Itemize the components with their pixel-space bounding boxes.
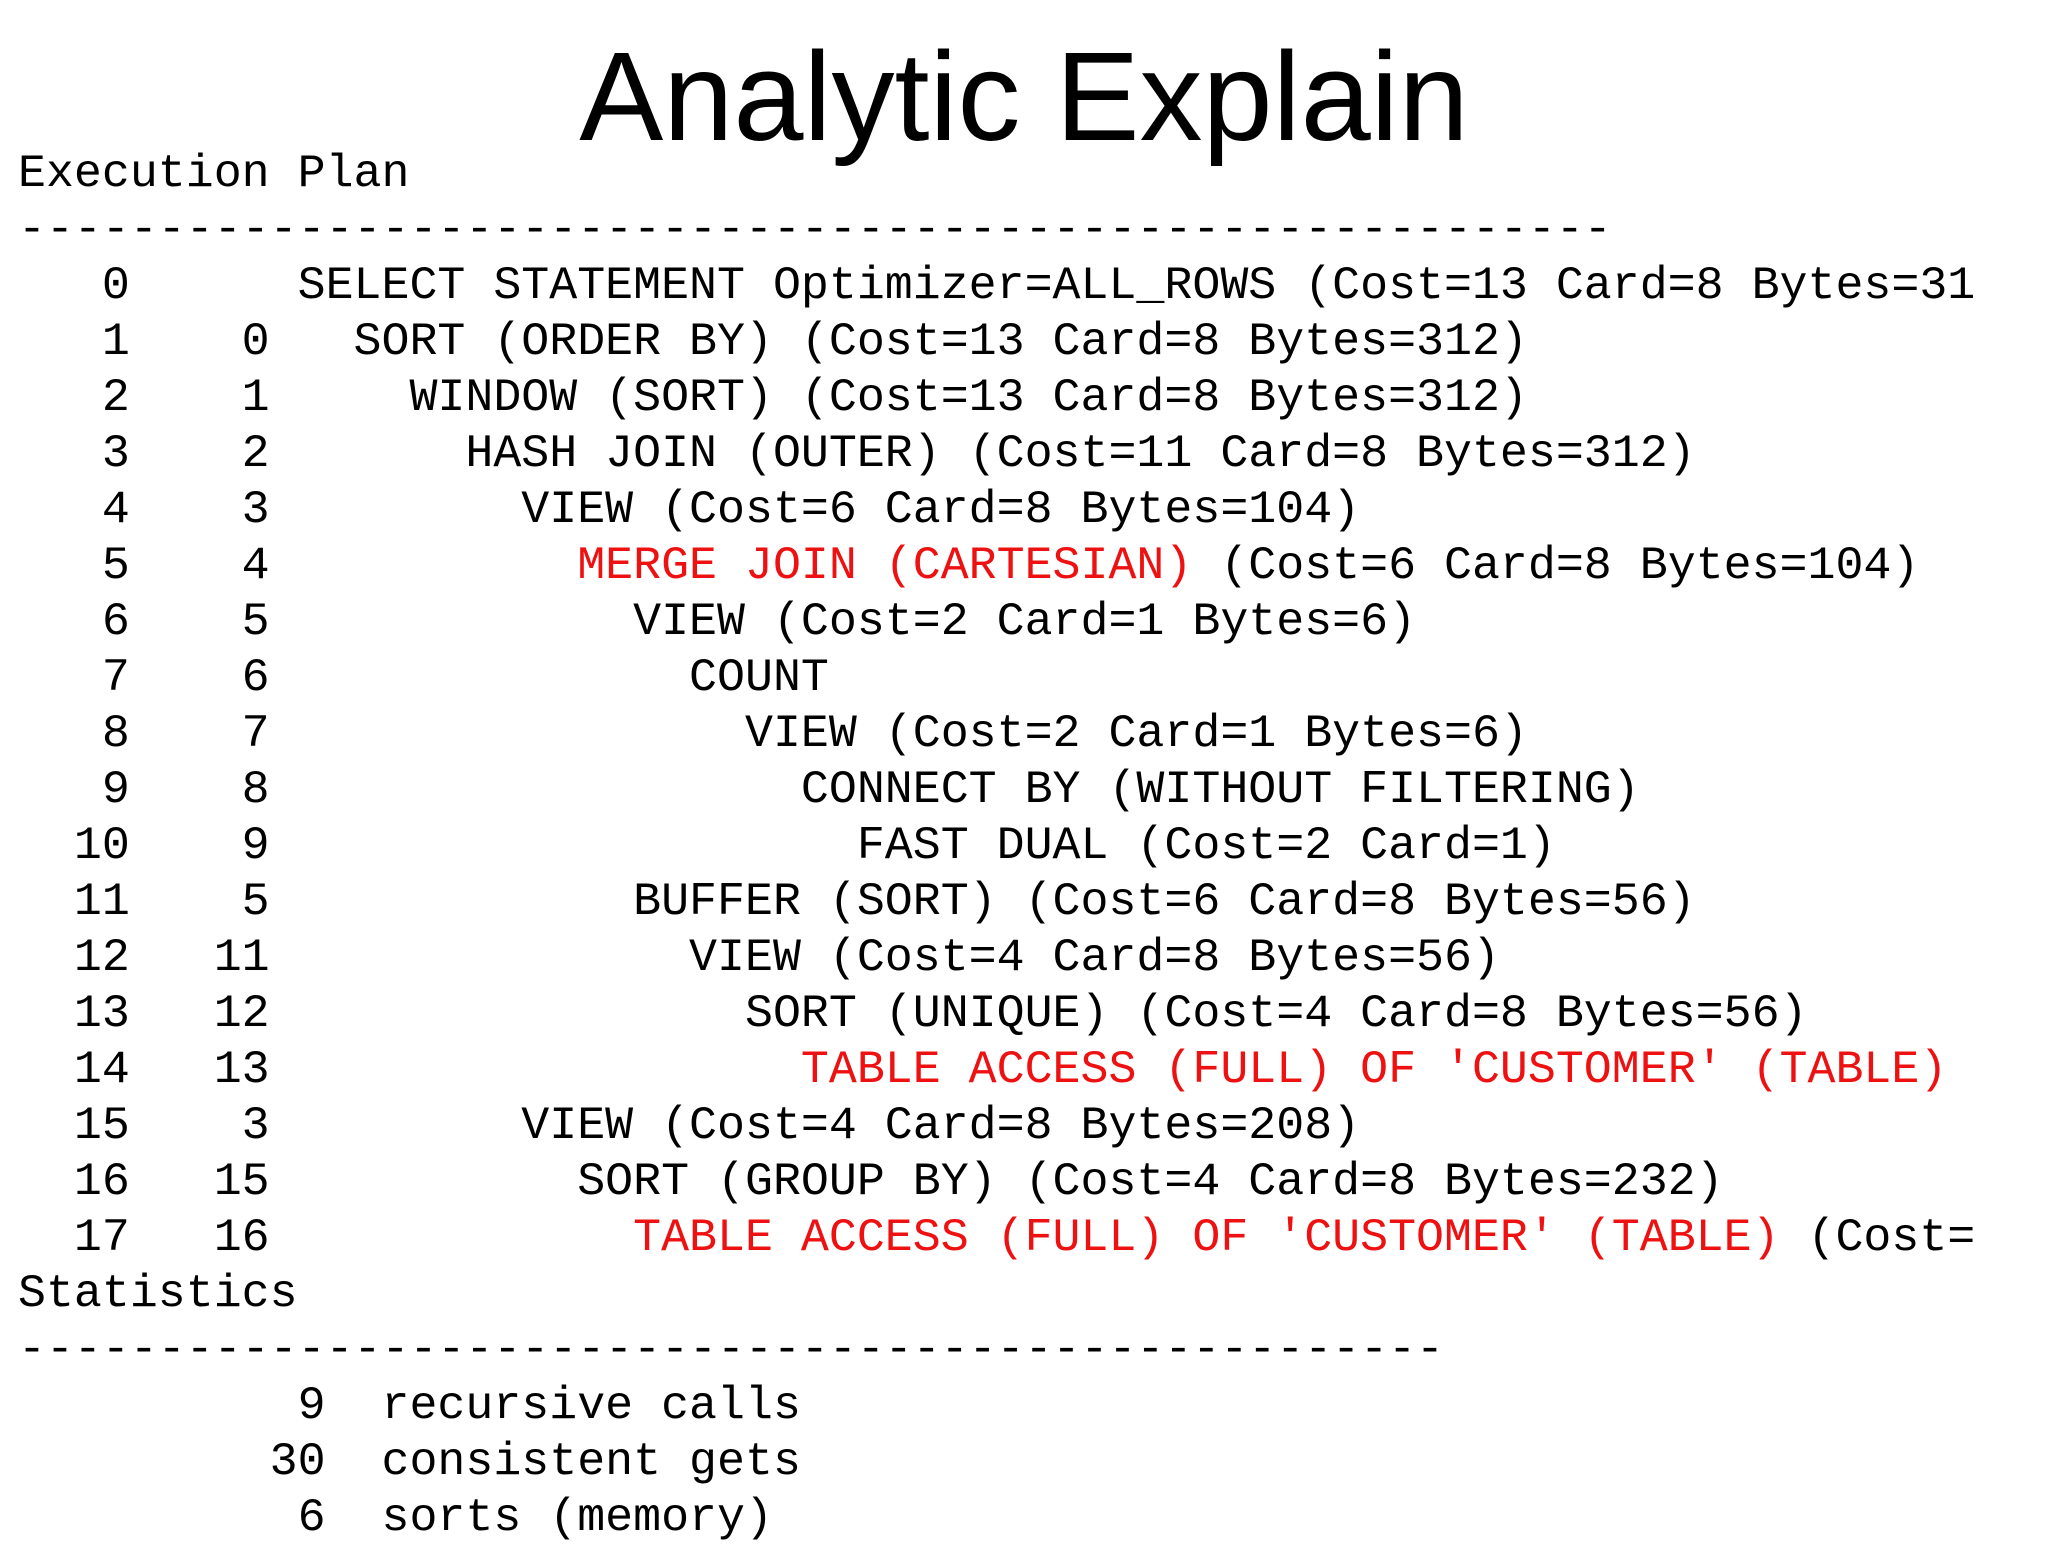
plan-row-10: 10 9 FAST DUAL (Cost=2 Card=1) [18,818,1975,874]
plain-text: 7 6 COUNT [18,651,829,704]
plain-text: 6 5 VIEW (Cost=2 Card=1 Bytes=6) [18,595,1417,648]
plain-text: ----------------------------------------… [18,203,1612,256]
plain-text: (Cost= [1779,1211,1976,1264]
plan-row-17: 17 16 TABLE ACCESS (FULL) OF 'CUSTOMER' … [18,1210,1975,1266]
plain-text: 12 11 VIEW (Cost=4 Card=8 Bytes=56) [18,931,1500,984]
plan-row-6: 6 5 VIEW (Cost=2 Card=1 Bytes=6) [18,594,1975,650]
plan-row-0: 0 SELECT STATEMENT Optimizer=ALL_ROWS (C… [18,258,1975,314]
plain-text: 8 7 VIEW (Cost=2 Card=1 Bytes=6) [18,707,1528,760]
plan-row-11: 11 5 BUFFER (SORT) (Cost=6 Card=8 Bytes=… [18,874,1975,930]
plain-text: 15 3 VIEW (Cost=4 Card=8 Bytes=208) [18,1099,1361,1152]
plain-text: 3 2 HASH JOIN (OUTER) (Cost=11 Card=8 By… [18,427,1696,480]
plain-text: ----------------------------------------… [18,1323,1445,1376]
stat-recursive-calls: 9 recursive calls [18,1378,1975,1434]
plain-text: 17 16 [18,1211,634,1264]
stat-sorts-memory: 6 sorts (memory) [18,1490,1975,1546]
plain-text: 13 12 SORT (UNIQUE) (Cost=4 Card=8 Bytes… [18,987,1808,1040]
plain-text: Execution Plan [18,147,410,200]
plan-row-3: 3 2 HASH JOIN (OUTER) (Cost=11 Card=8 By… [18,426,1975,482]
plan-row-2: 2 1 WINDOW (SORT) (Cost=13 Card=8 Bytes=… [18,370,1975,426]
plain-text: 11 5 BUFFER (SORT) (Cost=6 Card=8 Bytes=… [18,875,1696,928]
highlighted-text: TABLE ACCESS (FULL) OF 'CUSTOMER' (TABLE… [800,1043,1948,1096]
statistics-header: Statistics [18,1266,1975,1322]
plan-row-7: 7 6 COUNT [18,650,1975,706]
plan-row-13: 13 12 SORT (UNIQUE) (Cost=4 Card=8 Bytes… [18,986,1975,1042]
plain-text: 30 consistent gets [18,1435,801,1488]
plain-text: 10 9 FAST DUAL (Cost=2 Card=1) [18,819,1556,872]
plain-text: 2 1 WINDOW (SORT) (Cost=13 Card=8 Bytes=… [18,371,1528,424]
plan-row-1: 1 0 SORT (ORDER BY) (Cost=13 Card=8 Byte… [18,314,1975,370]
plain-text: 6 sorts (memory) [18,1491,773,1544]
page-title: Analytic Explain [579,26,1469,167]
plain-text: 5 4 [18,539,578,592]
plain-text: 9 8 CONNECT BY (WITHOUT FILTERING) [18,763,1640,816]
plain-text: 1 0 SORT (ORDER BY) (Cost=13 Card=8 Byte… [18,315,1528,368]
stat-consistent-gets: 30 consistent gets [18,1434,1975,1490]
plan-row-5: 5 4 MERGE JOIN (CARTESIAN) (Cost=6 Card=… [18,538,1975,594]
plan-row-12: 12 11 VIEW (Cost=4 Card=8 Bytes=56) [18,930,1975,986]
statistics-divider: ----------------------------------------… [18,1322,1975,1378]
plain-text: 14 13 [18,1043,801,1096]
highlighted-text: MERGE JOIN (CARTESIAN) [577,539,1193,592]
plan-row-14: 14 13 TABLE ACCESS (FULL) OF 'CUSTOMER' … [18,1042,1975,1098]
plain-text: 0 SELECT STATEMENT Optimizer=ALL_ROWS (C… [18,259,1976,312]
plan-row-8: 8 7 VIEW (Cost=2 Card=1 Bytes=6) [18,706,1975,762]
plan-row-15: 15 3 VIEW (Cost=4 Card=8 Bytes=208) [18,1098,1975,1154]
plain-text: 4 3 VIEW (Cost=6 Card=8 Bytes=104) [18,483,1361,536]
sqlplus-output: Execution Plan--------------------------… [18,146,1975,1546]
plan-row-9: 9 8 CONNECT BY (WITHOUT FILTERING) [18,762,1975,818]
execution-plan-header: Execution Plan [18,146,1975,202]
highlighted-text: TABLE ACCESS (FULL) OF 'CUSTOMER' (TABLE… [633,1211,1780,1264]
plan-divider: ----------------------------------------… [18,202,1975,258]
plain-text: Statistics [18,1267,298,1320]
plan-row-16: 16 15 SORT (GROUP BY) (Cost=4 Card=8 Byt… [18,1154,1975,1210]
plain-text: 9 recursive calls [18,1379,801,1432]
plan-row-4: 4 3 VIEW (Cost=6 Card=8 Bytes=104) [18,482,1975,538]
plain-text: (Cost=6 Card=8 Bytes=104) [1192,539,1920,592]
plain-text: 16 15 SORT (GROUP BY) (Cost=4 Card=8 Byt… [18,1155,1724,1208]
